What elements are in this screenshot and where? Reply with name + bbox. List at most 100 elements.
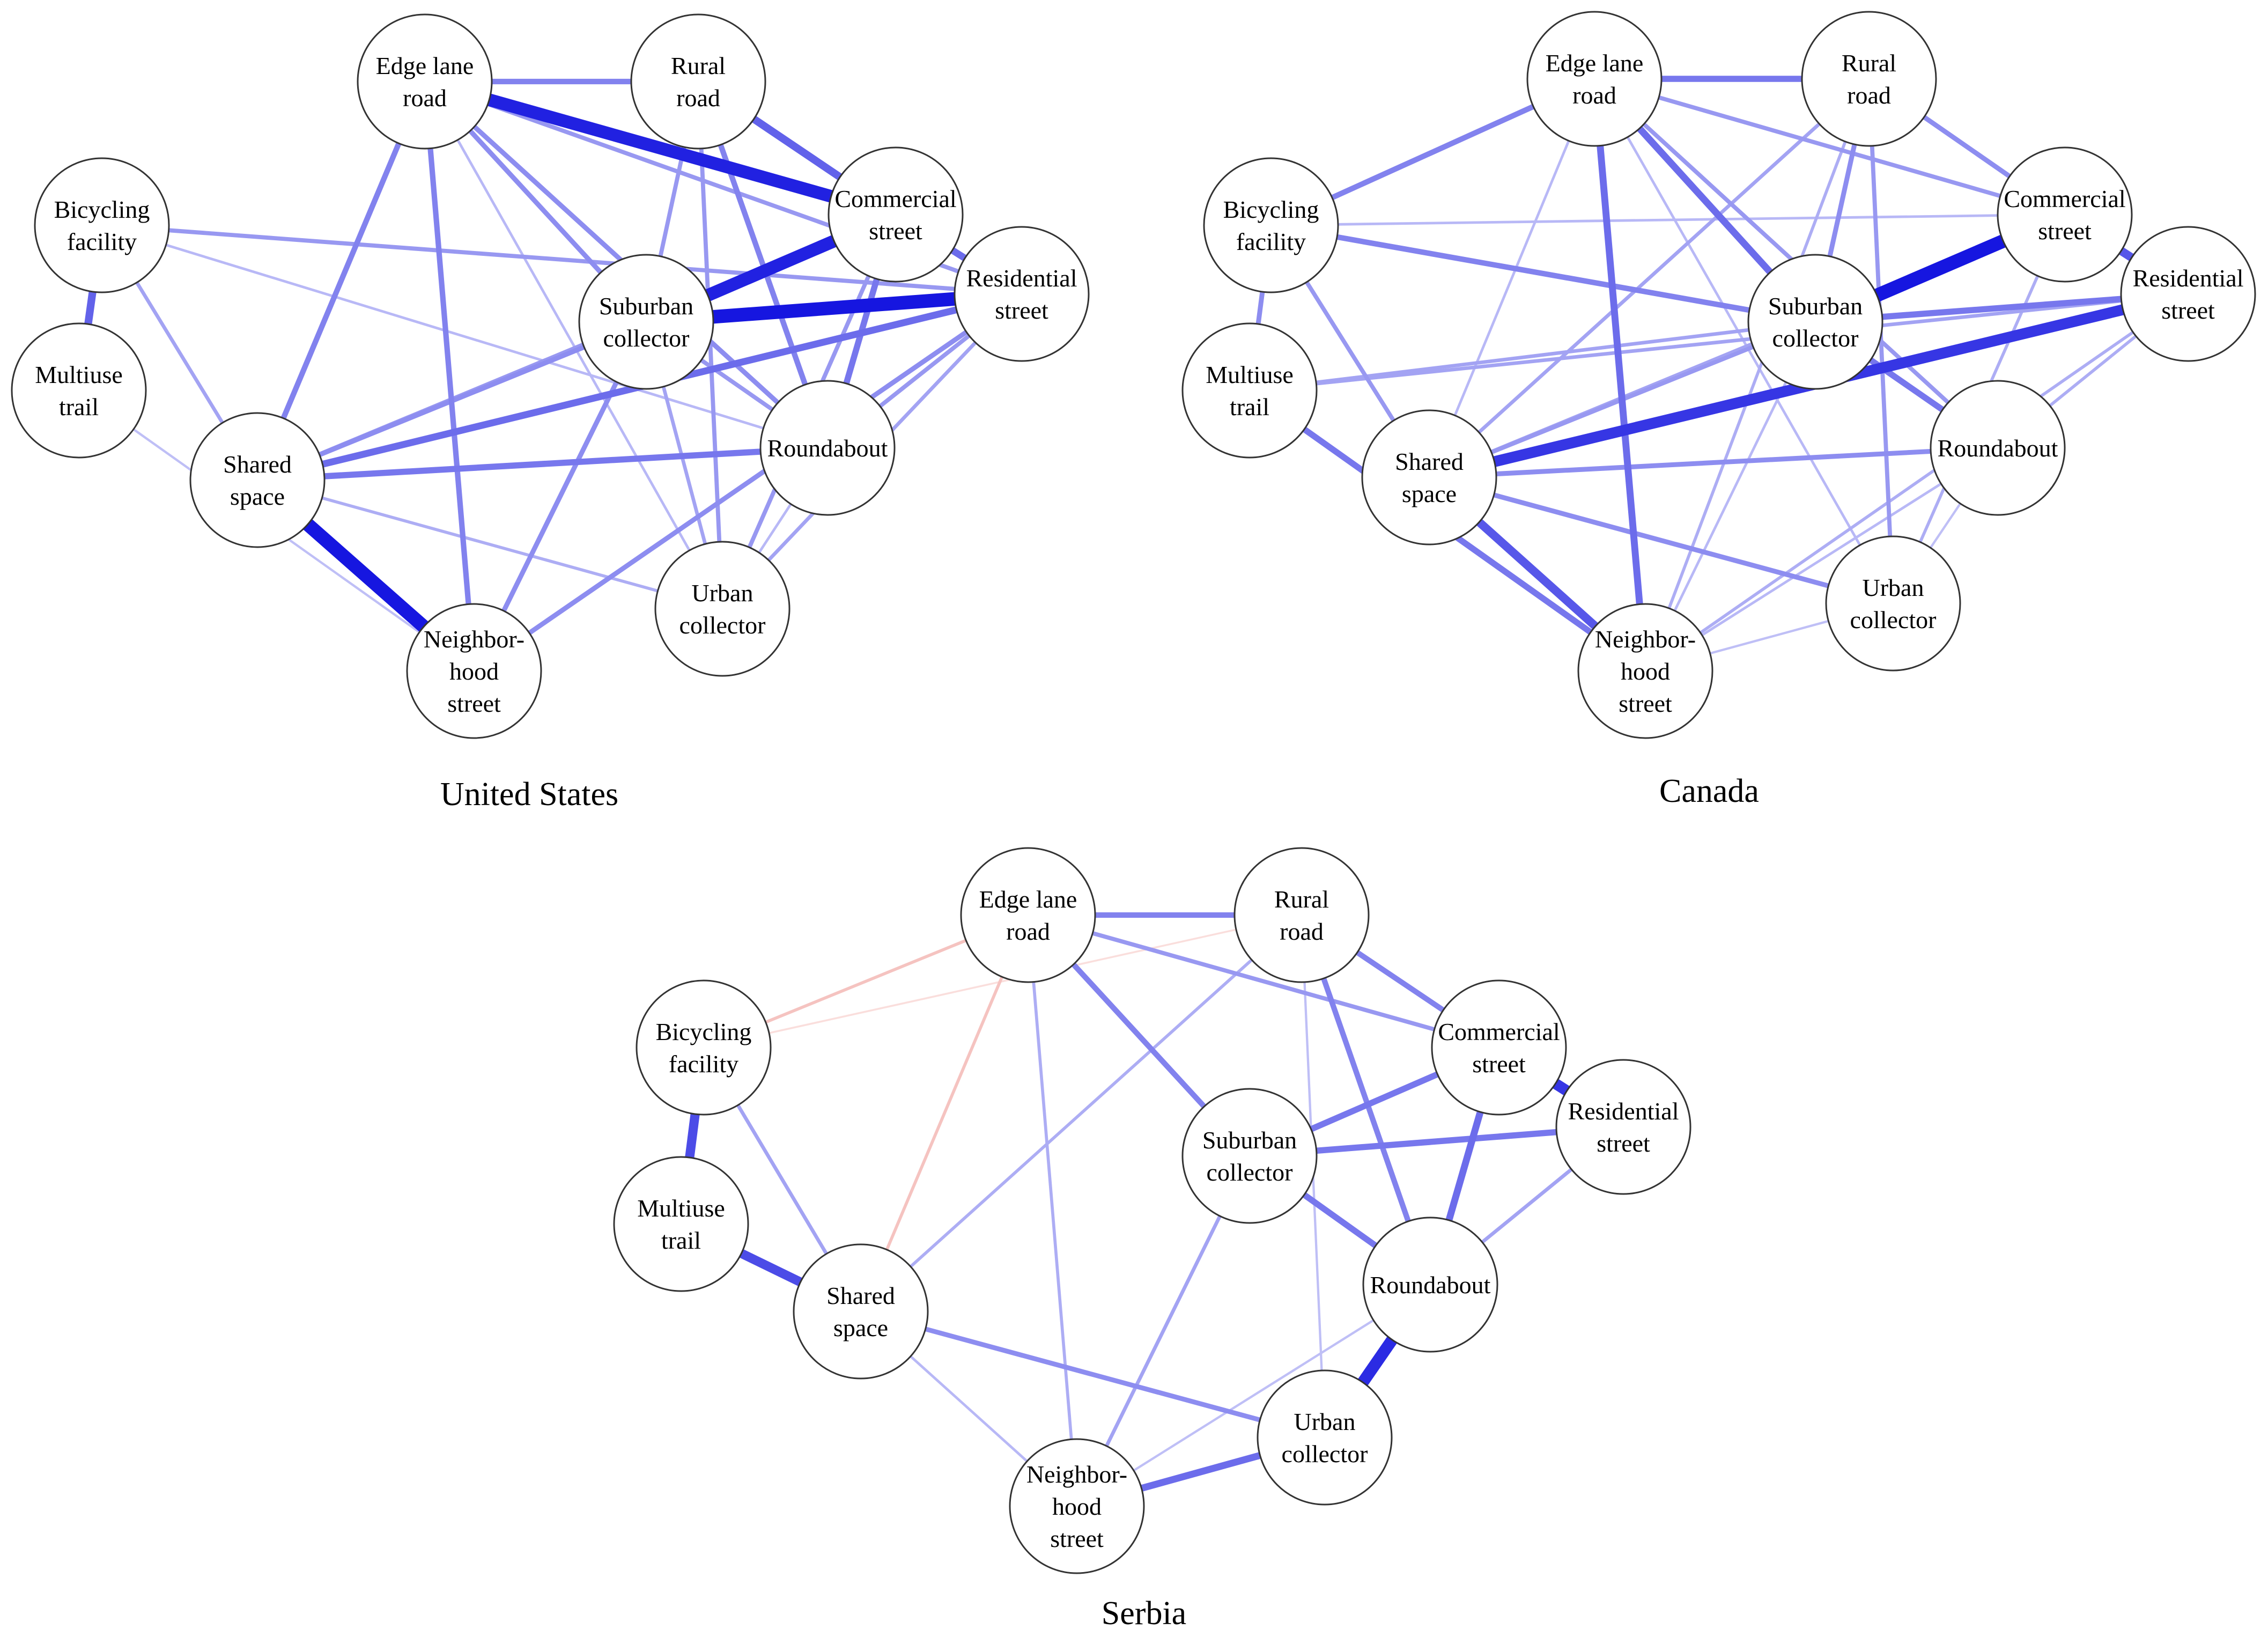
node-circle	[1825, 535, 1961, 672]
node-label: collector	[1850, 606, 1937, 633]
node-label: space	[230, 483, 285, 510]
node-label: Rural	[1842, 49, 1896, 77]
node-circle	[828, 146, 964, 283]
node-circle	[1181, 1088, 1318, 1224]
node-circle	[11, 322, 147, 459]
node-circle	[1930, 380, 2066, 516]
node-label: hood	[1052, 1493, 1102, 1520]
node-label: road	[1847, 82, 1891, 109]
node-circle	[1555, 1059, 1691, 1195]
node-circle	[1747, 254, 1883, 390]
node-urban: Urban collector	[654, 541, 791, 677]
edge-rural-neighborhood	[1644, 78, 1871, 672]
node-circle	[189, 412, 326, 548]
node-circle	[1181, 322, 1318, 459]
node-roundabout: Roundabout	[759, 380, 896, 516]
node-label: Roundabout	[1370, 1271, 1491, 1299]
caption-serbia: Serbia	[1102, 1595, 1186, 1632]
edge-edge-shared	[1428, 78, 1596, 478]
node-rural: Rural road	[1801, 11, 1937, 147]
node-neighborhood: Neighbor-hood street	[1009, 1438, 1145, 1574]
node-label: Commercial	[834, 185, 956, 212]
node-urban: Urban collector	[1257, 1369, 1393, 1506]
node-circle	[1997, 146, 2133, 283]
node-label: street	[869, 217, 922, 245]
edge-edge-commercial	[1027, 913, 1500, 1050]
nodes-united-states: Edge laneroadRuralroadBicyclingfacilityC…	[11, 13, 1090, 739]
node-label: Edge lane	[1546, 49, 1644, 77]
node-label: Urban	[692, 579, 753, 607]
node-label: Neighbor-	[1595, 625, 1696, 653]
edge-edge-neighborhood	[1591, 78, 1649, 672]
node-circle	[1009, 1438, 1145, 1574]
node-label: Edge lane	[376, 52, 474, 79]
node-label: street	[1597, 1130, 1650, 1157]
node-label: Multiuse	[637, 1195, 725, 1222]
edge-edge-neighborhood	[1026, 915, 1078, 1507]
node-circle	[954, 226, 1090, 362]
edge-edge-urban	[423, 80, 724, 610]
edge-rural-shared	[1428, 77, 1871, 479]
node-circle	[630, 13, 766, 150]
edge-shared-roundabout	[257, 445, 828, 483]
node-circle	[636, 979, 772, 1116]
node-label: Suburban	[1768, 292, 1863, 320]
node-label: Shared	[826, 1282, 895, 1309]
node-label: Neighbor-	[1026, 1461, 1127, 1488]
node-label: Urban	[1294, 1408, 1356, 1435]
node-label: Commercial	[2004, 185, 2125, 212]
node-label: collector	[1282, 1440, 1368, 1468]
edge-edge-commercial	[1593, 77, 2066, 217]
node-label: road	[1280, 918, 1324, 945]
node-circle	[1431, 979, 1567, 1116]
node-circle	[2120, 226, 2256, 362]
node-label: street	[447, 690, 501, 717]
edge-edge-shared	[255, 80, 427, 481]
node-label: Shared	[1395, 448, 1464, 475]
node-circle	[1362, 1217, 1498, 1353]
node-label: street	[2038, 217, 2092, 245]
node-label: road	[676, 84, 720, 112]
network-united-states: Edge laneroadRuralroadBicyclingfacilityC…	[11, 13, 1090, 813]
node-label: street	[1619, 690, 1672, 717]
node-label: Roundabout	[767, 434, 888, 462]
node-label: Roundabout	[1938, 434, 2058, 462]
node-label: street	[1472, 1050, 1526, 1078]
node-circle	[1361, 409, 1497, 545]
node-circle	[759, 380, 896, 516]
node-label: Shared	[223, 451, 292, 478]
node-label: Suburban	[1202, 1126, 1297, 1154]
node-label: Bicycling	[54, 196, 150, 223]
caption-united-states: United States	[440, 776, 618, 813]
node-label: street	[1050, 1525, 1104, 1552]
edge-residential-neighborhood	[1644, 292, 2189, 673]
node-label: collector	[603, 325, 690, 352]
edge-rural-bike	[703, 914, 1302, 1049]
node-circle	[960, 847, 1096, 983]
node-roundabout: Roundabout	[1930, 380, 2066, 516]
edge-multiuse-residential	[1249, 292, 2189, 393]
node-label: collector	[679, 611, 766, 639]
node-circle	[1233, 847, 1370, 983]
node-label: trail	[59, 393, 99, 421]
edge-shared-urban	[257, 478, 723, 610]
node-label: Urban	[1863, 574, 1924, 601]
edge-bike-residential	[101, 223, 1022, 296]
node-label: road	[1572, 82, 1616, 109]
edge-edge-shared	[859, 914, 1030, 1313]
